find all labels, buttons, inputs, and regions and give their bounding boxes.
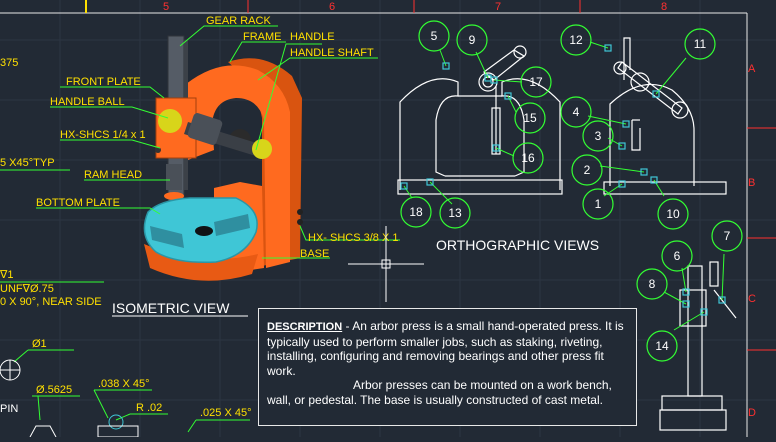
label-ram-head: RAM HEAD — [84, 169, 142, 181]
balloon-11: 11 — [694, 37, 707, 51]
note-countersink: 0 X 90°, NEAR SIDE — [0, 296, 102, 308]
balloon-1: 1 — [595, 197, 602, 211]
note-depth: ∇1 — [0, 269, 13, 281]
item-balloons — [400, 20, 743, 362]
ortho-detail-view[interactable] — [659, 261, 737, 431]
ortho-front-view[interactable] — [397, 45, 563, 195]
isometric-view-title: ISOMETRIC VIEW — [112, 300, 230, 316]
description-paragraph-2b: bench, wall, or pedestal. The base is us… — [267, 378, 612, 407]
balloon-7: 7 — [724, 229, 731, 243]
left-notes: 375 5 X45°TYP ∇1 UNF∇Ø.75 0 X 90°, NEAR … — [0, 57, 252, 438]
isometric-leaders — [36, 25, 400, 259]
row-letter-b: B — [748, 177, 755, 189]
orthographic-views-title: ORTHOGRAPHIC VIEWS — [436, 237, 599, 253]
balloon-6: 6 — [674, 249, 681, 263]
balloon-3: 3 — [595, 129, 602, 143]
description-box: DESCRIPTION - An arbor press is a small … — [258, 308, 637, 426]
row-letter-d: D — [748, 407, 756, 419]
balloon-12: 12 — [569, 33, 583, 47]
isometric-press[interactable] — [143, 35, 303, 281]
balloon-8: 8 — [649, 277, 656, 291]
balloon-15: 15 — [523, 111, 537, 125]
note-ch025: .025 X 45° — [200, 407, 252, 419]
balloon-18: 18 — [409, 205, 423, 219]
ram-head — [166, 164, 182, 190]
label-hx-shcs-14: HX-SHCS 1/4 x 1 — [60, 129, 146, 141]
balloon-16: 16 — [521, 151, 535, 165]
balloon-5: 5 — [431, 29, 438, 43]
balloon-leaders — [403, 41, 725, 331]
balloon-9: 9 — [469, 33, 476, 47]
label-hx-shcs-38: HX- SHCS 3/8 X 1 — [308, 232, 398, 244]
note-ch038: .038 X 45° — [98, 378, 150, 390]
description-dash: - — [342, 319, 353, 333]
label-bottom-plate: BOTTOM PLATE — [36, 197, 120, 209]
column-number-5: 5 — [163, 1, 169, 13]
description-heading: DESCRIPTION — [267, 321, 343, 333]
description-paragraph-1: An arbor press is a small hand-operated … — [267, 319, 624, 378]
note-pin: PIN — [0, 403, 18, 415]
frame-body — [186, 65, 290, 268]
ortho-side-view[interactable] — [603, 37, 727, 195]
handle-ball-right — [252, 139, 272, 159]
note-thread: UNF∇Ø.75 — [0, 283, 54, 295]
label-base: BASE — [300, 248, 329, 260]
leader-markers — [400, 44, 726, 316]
balloon-2: 2 — [584, 163, 591, 177]
note-dia1: Ø1 — [32, 338, 47, 350]
balloon-14: 14 — [655, 339, 669, 353]
row-letter-a: A — [748, 63, 756, 75]
label-gear-rack: GEAR RACK — [206, 15, 271, 27]
label-frame: FRAME — [243, 31, 282, 43]
label-front-plate: FRONT PLATE — [66, 76, 141, 88]
balloon-4: 4 — [573, 105, 580, 119]
crosshair-cursor-icon — [348, 226, 424, 302]
note-375: 375 — [0, 57, 18, 69]
column-number-6: 6 — [329, 1, 335, 13]
description-paragraph-2a: Arbor presses can be mounted on a work — [353, 378, 573, 393]
handle-ball-left — [158, 109, 182, 133]
label-handle-shaft: HANDLE SHAFT — [290, 47, 374, 59]
balloon-10: 10 — [666, 207, 680, 221]
column-number-7: 7 — [495, 1, 501, 13]
column-number-8: 8 — [661, 1, 667, 13]
row-letter-c: C — [748, 293, 756, 305]
balloon-13: 13 — [448, 206, 462, 220]
note-radius: R .02 — [136, 402, 162, 414]
label-handle-ball: HANDLE BALL — [50, 96, 125, 108]
label-handle: HANDLE — [290, 31, 335, 43]
note-dia5625: Ø.5625 — [36, 384, 72, 396]
balloon-numbers: 5 9 17 15 16 18 13 12 11 4 3 2 1 10 6 7 … — [409, 29, 730, 353]
balloon-17: 17 — [529, 75, 543, 89]
note-chamfer: 5 X45°TYP — [0, 157, 55, 169]
